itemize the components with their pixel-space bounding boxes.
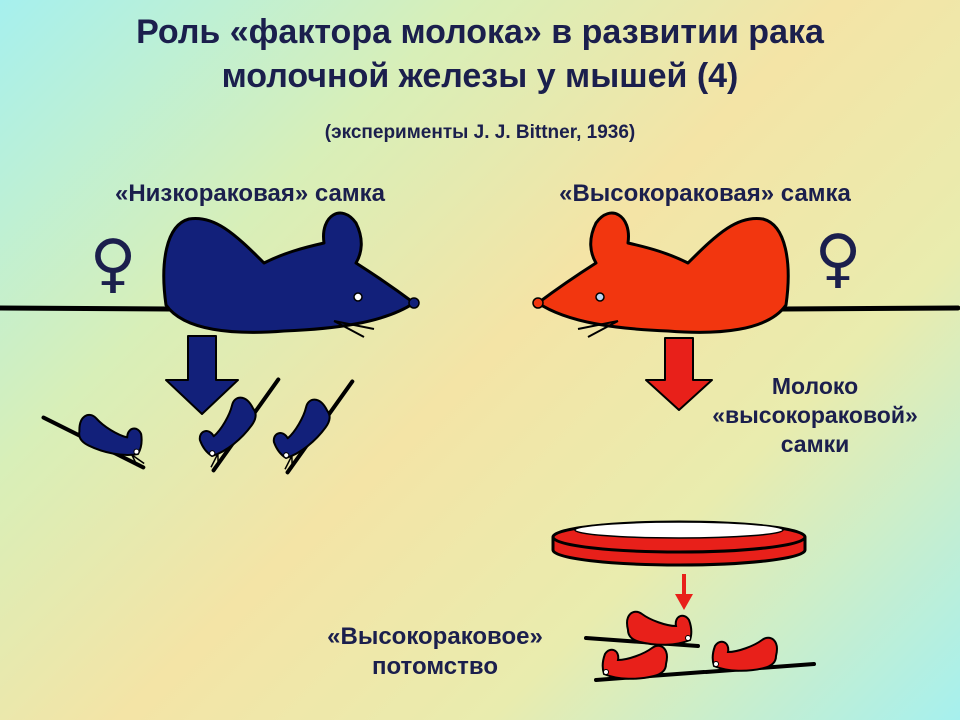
milk-label-line-2: «высокораковой» bbox=[712, 402, 918, 428]
high-cancer-pup bbox=[584, 610, 700, 648]
offspring-label-line-1: «Высокораковое» bbox=[327, 623, 543, 650]
arrow-down-icon bbox=[165, 335, 239, 415]
high-cancer-pup bbox=[594, 644, 706, 682]
low-cancer-pup bbox=[185, 368, 299, 473]
high-cancer-female-mouse bbox=[532, 213, 958, 337]
slide-title: Роль «фактора молока» в развитии рака мо… bbox=[0, 10, 960, 98]
offspring-label-line-2: потомство bbox=[372, 653, 498, 680]
low-cancer-female-label: «Низкораковая» самка bbox=[115, 180, 385, 207]
low-cancer-pup bbox=[259, 370, 373, 475]
milk-dish bbox=[551, 520, 807, 567]
title-line-1: Роль «фактора молока» в развитии рака bbox=[136, 13, 824, 51]
female-symbol-icon: ♀ bbox=[815, 222, 862, 296]
high-cancer-female-label: «Высокораковая» самка bbox=[559, 180, 851, 207]
low-cancer-pup bbox=[35, 403, 154, 470]
arrow-down-icon bbox=[675, 574, 693, 610]
offspring-label: «Высокораковое» потомство bbox=[270, 622, 600, 682]
low-cancer-female-mouse bbox=[0, 213, 420, 337]
title-line-2: молочной железы у мышей (4) bbox=[221, 57, 739, 95]
milk-label-line-3: самки bbox=[780, 431, 850, 457]
milk-label: Молоко «высокораковой» самки bbox=[650, 372, 960, 459]
slide-subtitle: (эксперименты J. J. Bittner, 1936) bbox=[324, 122, 636, 143]
high-cancer-pup bbox=[704, 636, 816, 674]
arrow-down-icon bbox=[645, 337, 713, 411]
female-symbol-icon: ♀ bbox=[90, 227, 137, 301]
milk-label-line-1: Молоко bbox=[771, 373, 859, 399]
